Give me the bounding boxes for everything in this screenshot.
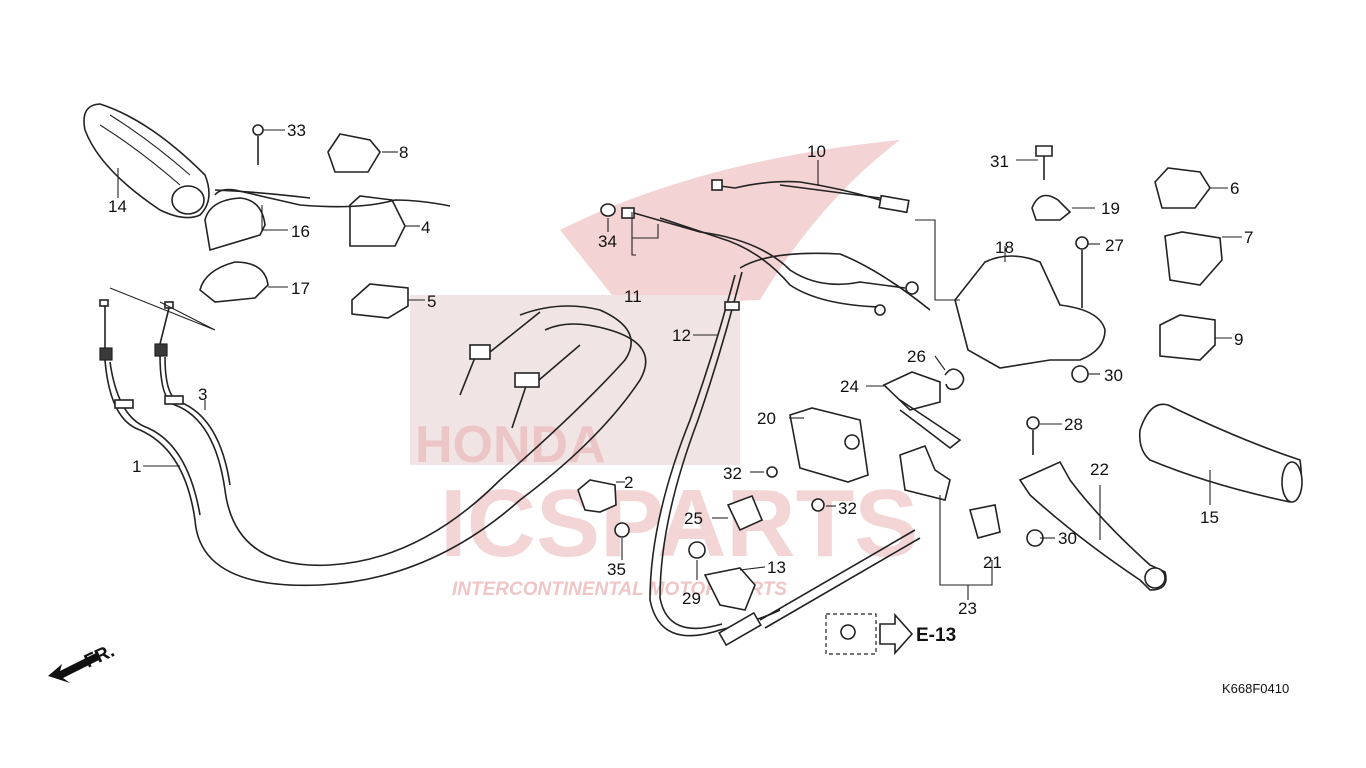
cable-10-main bbox=[214, 179, 881, 201]
cable-ends bbox=[99, 299, 184, 409]
carb-end-b bbox=[511, 344, 581, 429]
part-label[interactable]: 8 bbox=[399, 143, 408, 162]
reference-e13: E-13 bbox=[825, 612, 956, 656]
switch-7 bbox=[1164, 231, 1223, 286]
part-label[interactable]: 11 bbox=[624, 287, 642, 306]
throttle-cable-1 bbox=[104, 323, 647, 587]
part-label[interactable]: 10 bbox=[807, 142, 826, 161]
part-label[interactable]: 28 bbox=[1064, 415, 1083, 434]
plate-25 bbox=[726, 494, 764, 532]
part-label[interactable]: 5 bbox=[427, 292, 436, 311]
watermark-brand: ICSPARTS bbox=[440, 470, 918, 577]
part-label[interactable]: 24 bbox=[840, 377, 859, 396]
part-label[interactable]: 3 bbox=[198, 385, 207, 404]
switch-6 bbox=[1154, 167, 1211, 209]
part-label[interactable]: 22 bbox=[1090, 460, 1109, 479]
part-label[interactable]: 30 bbox=[1104, 366, 1123, 385]
part-label[interactable]: 32 bbox=[838, 499, 857, 518]
lower-housing-17 bbox=[199, 261, 269, 303]
nut-30-upper bbox=[1071, 365, 1089, 383]
bolt-29 bbox=[688, 541, 706, 559]
throttle-rod bbox=[718, 529, 921, 647]
part-labels: 1 2 3 4 5 6 7 8 9 10 11 12 13 14 15 16 1… bbox=[108, 121, 1253, 618]
screw-33 bbox=[252, 124, 264, 165]
part-label[interactable]: 15 bbox=[1200, 508, 1219, 527]
part-label[interactable]: 31 bbox=[990, 152, 1009, 171]
brake-cable-11 bbox=[621, 207, 919, 316]
switch-8 bbox=[327, 133, 381, 173]
forward-arrow-icon bbox=[48, 652, 101, 683]
part-label[interactable]: 26 bbox=[907, 347, 926, 366]
part-label[interactable]: 9 bbox=[1234, 330, 1243, 349]
bolt-31 bbox=[1035, 145, 1053, 180]
lever-22 bbox=[1018, 460, 1167, 591]
part-label[interactable]: 23 bbox=[958, 599, 977, 618]
spring-26 bbox=[944, 368, 965, 391]
brake-cable-12 bbox=[649, 252, 931, 637]
watermark-wing-icon bbox=[560, 140, 900, 330]
bolt-35 bbox=[614, 522, 630, 538]
part-label[interactable]: 30 bbox=[1058, 529, 1077, 548]
part-label[interactable]: 7 bbox=[1244, 228, 1253, 247]
part-label[interactable]: 19 bbox=[1101, 199, 1120, 218]
part-label[interactable]: 4 bbox=[421, 218, 430, 237]
part-label[interactable]: 6 bbox=[1230, 179, 1239, 198]
clamp-19 bbox=[1031, 194, 1072, 221]
screw-28 bbox=[1026, 416, 1040, 455]
left-grip-14 bbox=[83, 103, 210, 219]
part-label[interactable]: 29 bbox=[682, 589, 701, 608]
part-label[interactable]: 35 bbox=[607, 560, 626, 579]
part-label[interactable]: 18 bbox=[995, 238, 1014, 257]
part-label[interactable]: 32 bbox=[723, 464, 742, 483]
housing-18 bbox=[954, 255, 1106, 369]
forward-direction: FR. bbox=[48, 641, 118, 683]
part-label[interactable]: 12 bbox=[672, 326, 691, 345]
part-label[interactable]: 21 bbox=[983, 553, 1002, 572]
switch-9 bbox=[1159, 314, 1216, 361]
carb-end-a bbox=[459, 311, 541, 396]
switch-5 bbox=[351, 283, 409, 319]
cables-1-3-bracket bbox=[109, 287, 216, 331]
reference-label[interactable]: E-13 bbox=[916, 625, 956, 646]
upper-housing-16 bbox=[204, 197, 266, 252]
watermark-maker: HONDA bbox=[415, 416, 606, 474]
watermark: HONDA ICSPARTS INTERCONTINENTAL MOTOR PA… bbox=[410, 140, 918, 600]
part-label[interactable]: 25 bbox=[684, 509, 703, 528]
clamp-2 bbox=[577, 479, 617, 513]
part-label[interactable]: 20 bbox=[757, 409, 776, 428]
part-label[interactable]: 27 bbox=[1105, 236, 1124, 255]
part-label[interactable]: 13 bbox=[767, 558, 786, 577]
part-label[interactable]: 33 bbox=[287, 121, 306, 140]
direction-label: FR. bbox=[81, 641, 118, 673]
part-label[interactable]: 14 bbox=[108, 197, 127, 216]
diagram-code: K668F0410 bbox=[1222, 681, 1289, 696]
plate-20 bbox=[789, 407, 869, 483]
part-label[interactable]: 1 bbox=[132, 457, 141, 476]
part-label[interactable]: 34 bbox=[598, 232, 617, 251]
pivot-23 bbox=[899, 444, 1001, 539]
right-grip-15 bbox=[1138, 403, 1303, 503]
leader-lines bbox=[117, 129, 1242, 600]
part-label[interactable]: 16 bbox=[291, 222, 310, 241]
screw-32-upper bbox=[766, 466, 778, 478]
screw-32-lower bbox=[811, 498, 825, 512]
part-label[interactable]: 2 bbox=[624, 473, 633, 492]
switch-24 bbox=[882, 371, 962, 450]
screw-27 bbox=[1075, 236, 1089, 308]
bracket-13 bbox=[703, 567, 756, 611]
washer-34 bbox=[600, 203, 616, 217]
part-label[interactable]: 17 bbox=[291, 279, 310, 298]
watermark-tagline: INTERCONTINENTAL MOTOR PARTS bbox=[452, 579, 787, 600]
